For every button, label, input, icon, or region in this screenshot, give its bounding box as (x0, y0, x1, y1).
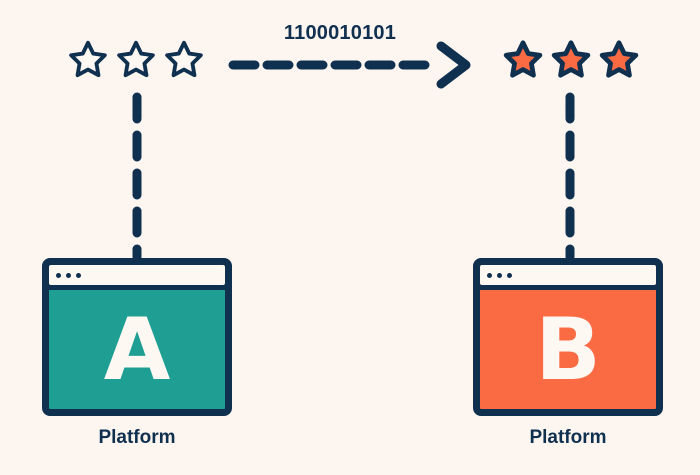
connector-line-right (565, 92, 575, 262)
window-dot-icon (66, 272, 71, 278)
platform-letter: B (535, 299, 601, 400)
star-outline-icon (165, 40, 203, 78)
star-filled-icon (599, 40, 639, 78)
empty-star-rating (66, 38, 206, 82)
star-filled-icon (551, 40, 591, 78)
browser-titlebar (49, 265, 225, 285)
platform-letter: A (103, 299, 171, 400)
browser-screen: A (49, 290, 225, 409)
browser-titlebar (480, 265, 656, 285)
browser-screen: B (480, 290, 656, 409)
binary-data-label: 1100010101 (283, 22, 397, 44)
connector-line-left (132, 92, 142, 262)
window-dot-icon (76, 272, 81, 278)
platform-b-caption: Platform (529, 427, 607, 448)
star-outline-icon (69, 40, 107, 78)
window-dot-icon (497, 272, 502, 278)
platform-a-caption: Platform (98, 427, 176, 448)
window-dot-icon (487, 272, 492, 278)
browser-window-platform-b[interactable]: B (473, 258, 663, 416)
star-filled-icon (503, 40, 543, 78)
filled-star-rating (501, 38, 641, 82)
dashed-right-arrow-icon (228, 41, 471, 89)
browser-window-platform-a[interactable]: A (42, 258, 232, 416)
star-outline-icon (117, 40, 155, 78)
window-dot-icon (507, 272, 512, 278)
window-dot-icon (56, 272, 61, 278)
